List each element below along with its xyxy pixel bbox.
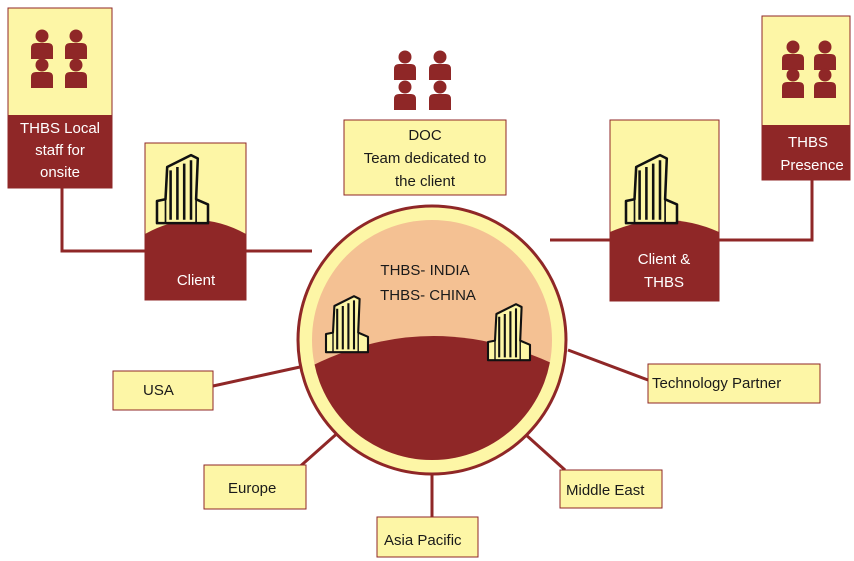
local-staff-label-line2: staff for [35,142,85,159]
client-thbs-box: Client & THBS [609,119,720,302]
region-middle-east-label: Middle East [566,482,645,499]
region-asia-pacific: Asia Pacific [376,516,479,558]
local-staff-label-line3: onsite [40,164,80,181]
doc-label-line2: Team dedicated to [364,150,487,167]
region-technology-partner-label: Technology Partner [652,375,781,392]
local-staff-box: THBS Local staff for onsite [7,7,113,189]
client-box: Client [144,142,247,301]
presence-label-line1: THBS [788,134,828,151]
center-label-china: THBS- CHINA [380,287,476,304]
client-thbs-label-line2: THBS [644,274,684,291]
region-europe-label: Europe [228,480,276,497]
region-europe: Europe [203,464,307,510]
center-label-india: THBS- INDIA [380,262,469,279]
presence-label-line2: Presence [780,157,843,174]
region-asia-pacific-label: Asia Pacific [384,532,462,549]
region-usa-label: USA [143,382,174,399]
region-technology-partner: Technology Partner [647,363,821,404]
client-thbs-label-line1: Client & [638,251,691,268]
doc-label-line3: the client [395,173,456,190]
doc-label-line1: DOC [408,127,442,144]
region-usa: USA [112,370,214,411]
team-people-icon [394,50,451,110]
presence-box: THBS Presence [761,15,851,181]
region-middle-east: Middle East [559,469,663,509]
central-hub: THBS- INDIA THBS- CHINA [296,204,568,476]
client-label: Client [177,272,216,289]
local-staff-label-line1: THBS Local [20,120,100,137]
doc-box: DOC Team dedicated to the client [343,119,507,196]
